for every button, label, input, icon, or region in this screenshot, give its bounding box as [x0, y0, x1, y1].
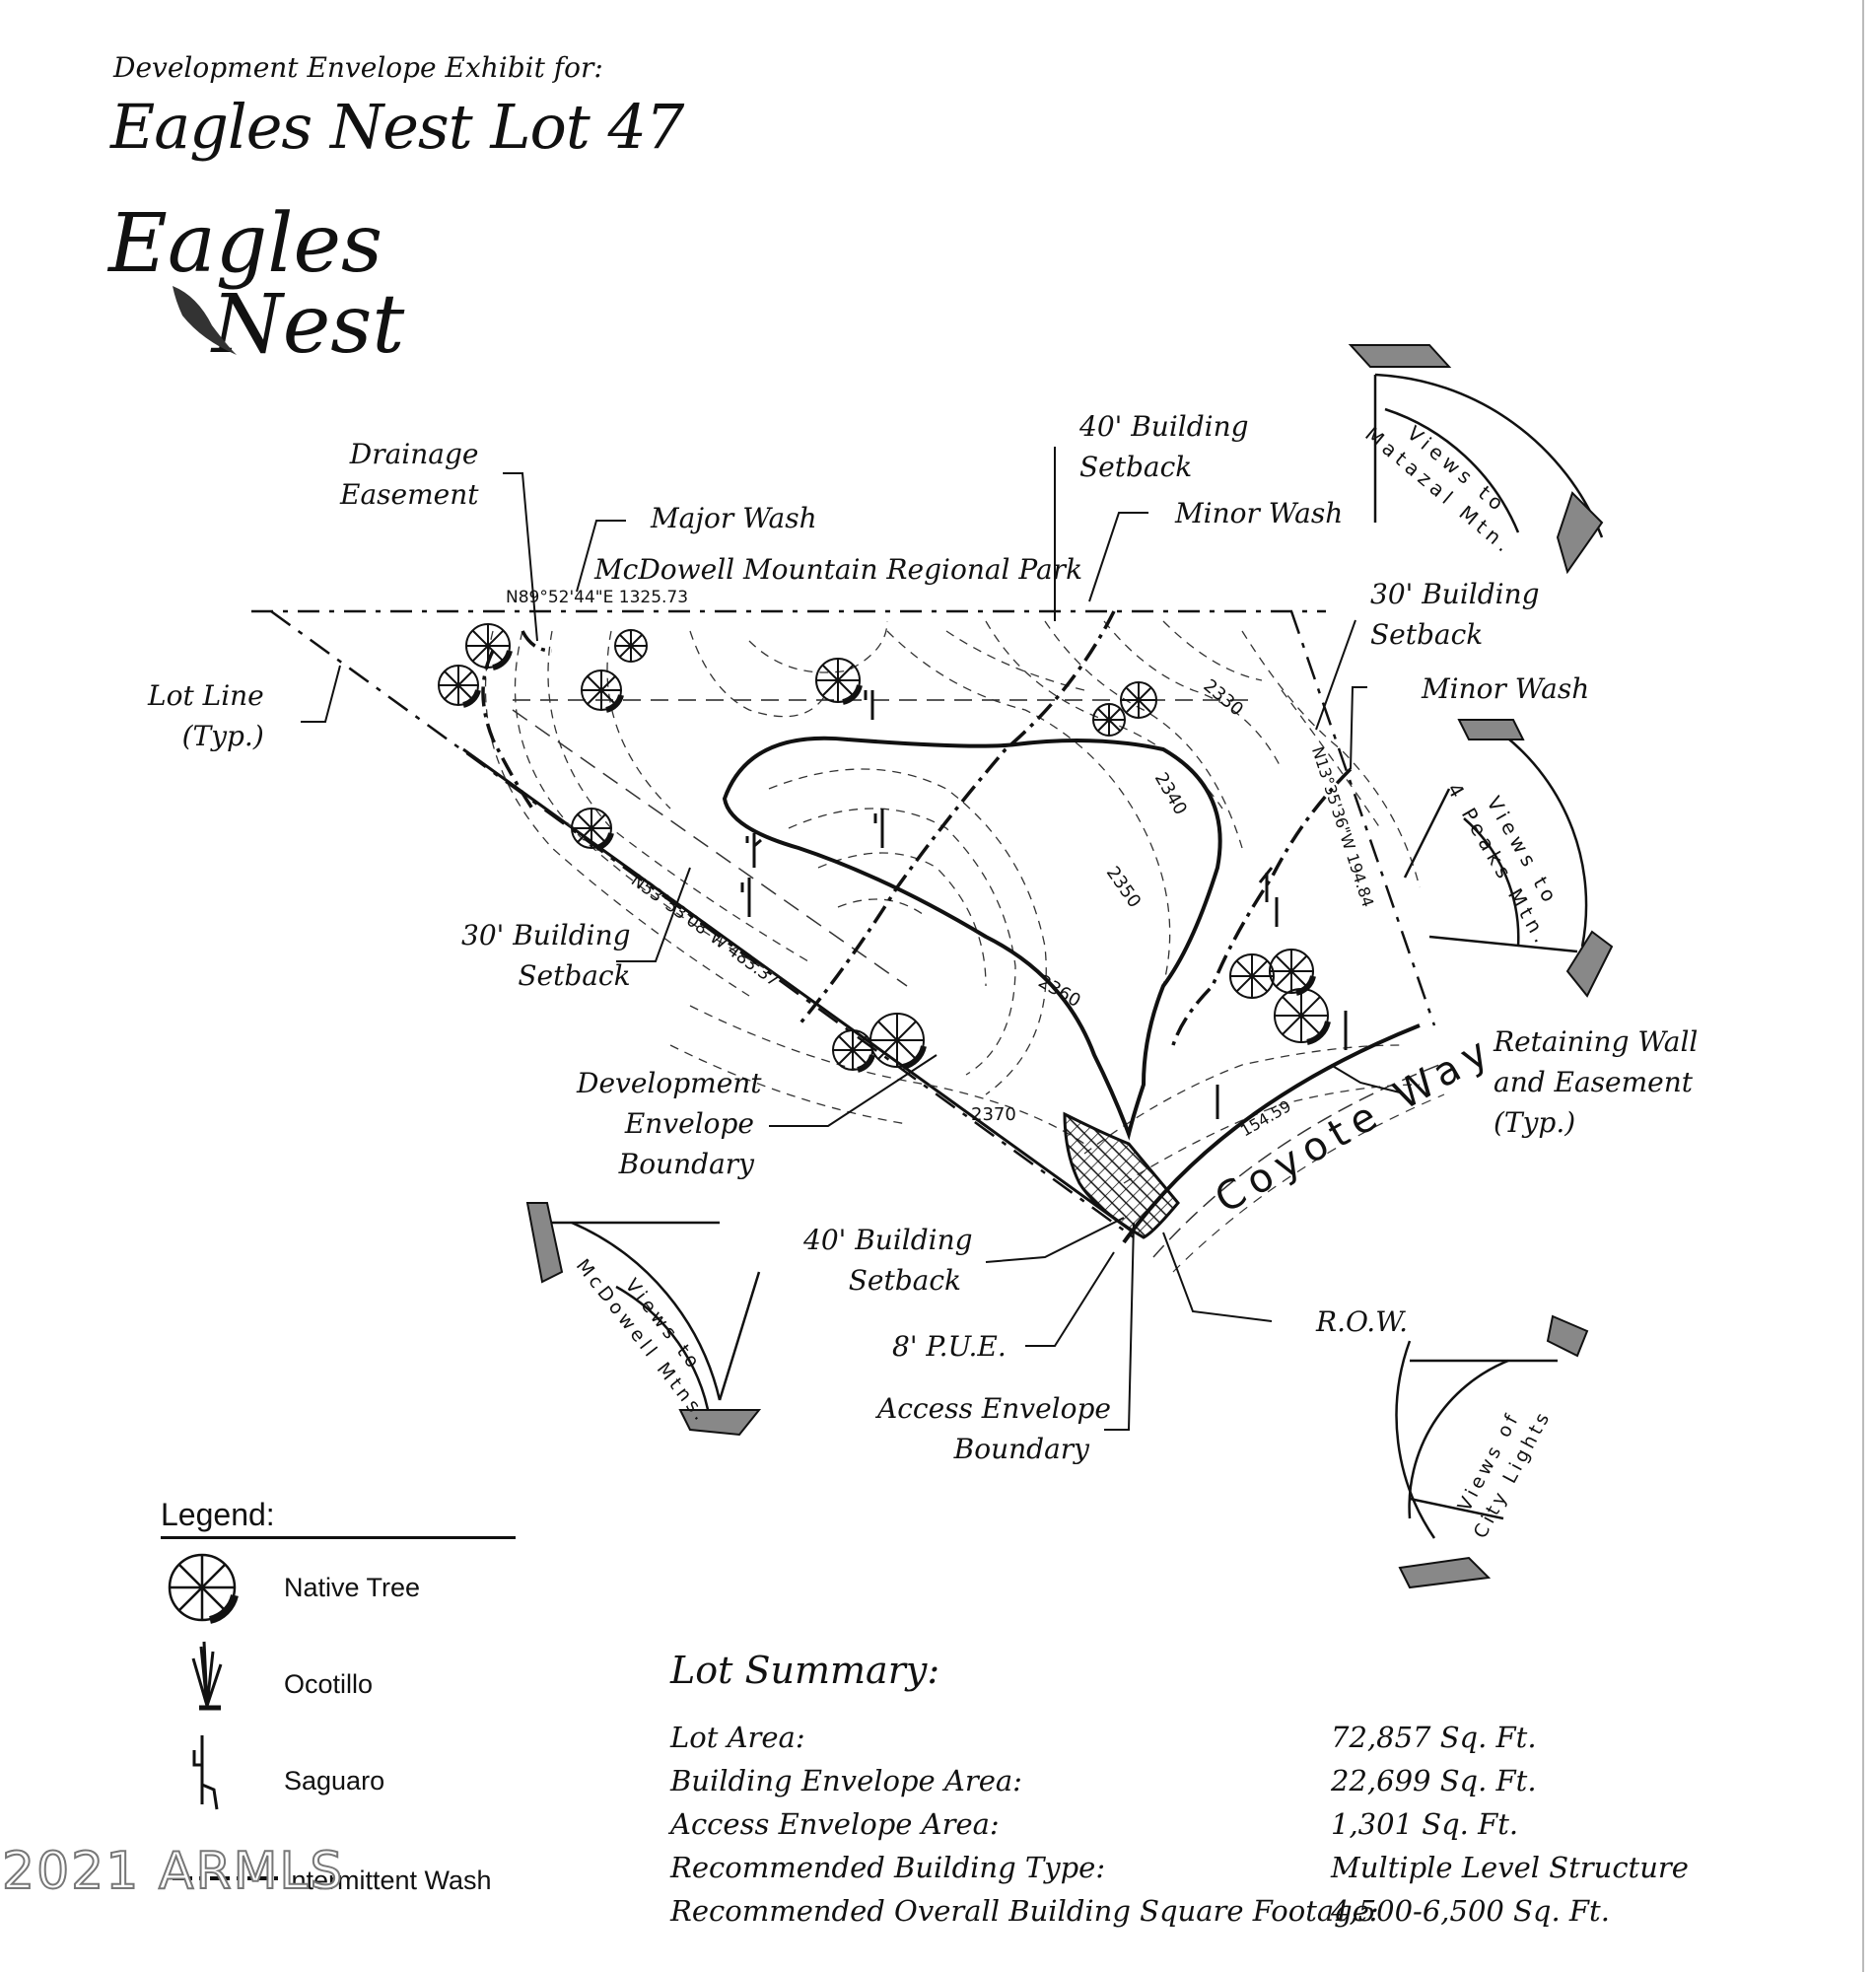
cactus-markers: [740, 690, 1348, 1119]
legend-item-saguaro: Saguaro: [284, 1766, 385, 1796]
summary-value-building-envelope: 22,699 Sq. Ft.: [1331, 1764, 1537, 1797]
summary-label-building-type: Recommended Building Type:: [670, 1851, 1106, 1884]
summary-value-access-envelope: 1,301 Sq. Ft.: [1331, 1807, 1519, 1841]
label-access-envelope-line1: Access Envelope: [877, 1392, 1111, 1425]
summary-label-lot-area: Lot Area:: [670, 1721, 805, 1754]
label-retaining-wall-line1: Retaining Wall: [1494, 1025, 1699, 1058]
label-lot-line-line1: Lot Line: [148, 679, 264, 712]
label-lot-line-line2: (Typ.): [181, 720, 264, 752]
label-30-setback-right-line1: 30' Building: [1370, 578, 1540, 610]
native-tree-markers: [438, 623, 1331, 1073]
label-40-setback-top-line1: 40' Building: [1079, 410, 1249, 443]
label-drainage-easement: Drainage Easement: [340, 434, 478, 515]
label-lot-line: Lot Line (Typ.): [148, 675, 264, 756]
exhibit-subtitle: Development Envelope Exhibit for:: [113, 51, 603, 84]
legend-item-native-tree: Native Tree: [284, 1573, 421, 1602]
label-30-setback-left-line2: Setback: [518, 959, 631, 992]
label-row: R.O.W.: [1316, 1305, 1408, 1338]
label-dev-envelope-line3: Boundary: [618, 1148, 754, 1180]
label-access-envelope: Access Envelope Boundary: [877, 1388, 1111, 1469]
logo-text-line1: Eagles: [108, 197, 383, 291]
label-minor-wash-right: Minor Wash: [1422, 672, 1590, 705]
lot-summary-title: Lot Summary:: [670, 1649, 940, 1692]
label-30-setback-right: 30' Building Setback: [1370, 574, 1540, 655]
label-pue: 8' P.U.E.: [892, 1330, 1007, 1363]
legend-title: Legend:: [161, 1497, 275, 1532]
label-30-setback-right-line2: Setback: [1370, 618, 1484, 651]
label-40-setback-bottom-line2: Setback: [848, 1264, 961, 1297]
label-bearing-north: N89°52'44"E 1325.73: [506, 588, 689, 607]
label-40-setback-bottom-line1: 40' Building: [803, 1224, 973, 1256]
logo-text-line2: Nest: [212, 278, 405, 372]
contour-label-2370: 2370: [971, 1104, 1016, 1125]
label-drainage-easement-line2: Easement: [340, 478, 479, 511]
summary-label-building-envelope: Building Envelope Area:: [670, 1764, 1022, 1797]
label-retaining-wall-line3: (Typ.): [1494, 1106, 1576, 1139]
copyright-watermark: 2021 ARMLS: [1, 1841, 345, 1902]
label-30-setback-left: 30' Building Setback: [461, 915, 631, 996]
legend-item-ocotillo: Ocotillo: [284, 1669, 374, 1699]
label-dev-envelope-line2: Envelope: [624, 1107, 754, 1140]
summary-label-square-footage: Recommended Overall Building Square Foot…: [670, 1894, 1379, 1928]
label-40-setback-top-line2: Setback: [1079, 451, 1193, 483]
exhibit-title: Eagles Nest Lot 47: [110, 91, 684, 163]
label-minor-wash-top: Minor Wash: [1175, 497, 1344, 529]
summary-value-building-type: Multiple Level Structure: [1331, 1851, 1689, 1884]
label-dev-envelope-line1: Development: [577, 1067, 762, 1099]
label-40-setback-top: 40' Building Setback: [1079, 406, 1249, 487]
label-major-wash: Major Wash: [651, 502, 817, 534]
label-drainage-easement-line1: Drainage: [349, 438, 479, 470]
label-retaining-wall-line2: and Easement: [1494, 1066, 1694, 1098]
label-regional-park: McDowell Mountain Regional Park: [594, 553, 1083, 586]
label-access-envelope-line2: Boundary: [953, 1433, 1089, 1465]
summary-label-access-envelope: Access Envelope Area:: [670, 1807, 1000, 1841]
label-30-setback-left-line1: 30' Building: [461, 919, 631, 951]
label-retaining-wall: Retaining Wall and Easement (Typ.): [1494, 1021, 1698, 1143]
legend-divider: [161, 1536, 516, 1539]
label-40-setback-bottom: 40' Building Setback: [803, 1220, 973, 1301]
label-development-envelope: Development Envelope Boundary: [577, 1063, 762, 1184]
summary-value-lot-area: 72,857 Sq. Ft.: [1331, 1721, 1537, 1754]
summary-value-square-footage: 4,500-6,500 Sq. Ft.: [1331, 1894, 1610, 1928]
legend-item-intermittent-wash: Intermittent Wash: [284, 1866, 492, 1895]
